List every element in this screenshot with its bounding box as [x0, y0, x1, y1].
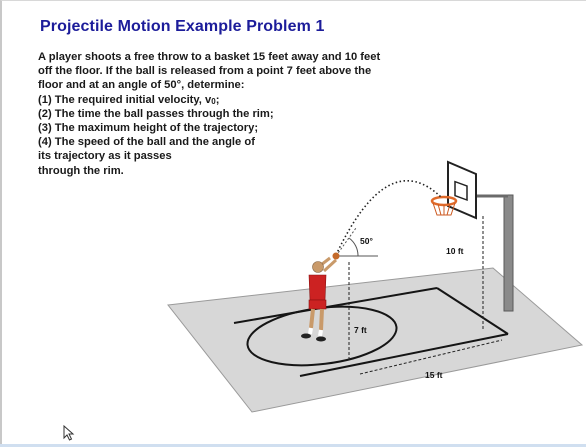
problem-line-2: off the floor. If the ball is released f… — [38, 65, 372, 78]
item-1-end: ; — [215, 93, 220, 106]
distance-label: 15 ft — [425, 370, 443, 380]
problem-line-3: floor and at an angle of 50°, determine: — [38, 79, 245, 92]
rim-height-label: 10 ft — [446, 246, 464, 256]
slide-title: Projectile Motion Example Problem 1 — [40, 18, 325, 35]
net — [432, 202, 456, 216]
ball-trajectory — [335, 180, 443, 256]
problem-item-3: (3) The maximum height of the trajectory… — [38, 121, 259, 134]
mouse-pointer-icon — [63, 425, 75, 441]
problem-item-2: (2) The time the ball passes through the… — [38, 107, 274, 120]
problem-item-4-cont-2: through the rim. — [38, 164, 124, 177]
launch-direction — [335, 227, 357, 257]
item-1-text: (1) The required initial velocity, v — [38, 93, 212, 106]
hoop-pole — [503, 194, 514, 312]
problem-line-1: A player shoots a free throw to a basket… — [38, 51, 381, 63]
angle-arc — [348, 237, 359, 257]
angle-label: 50° — [360, 236, 373, 246]
player-figure — [301, 252, 340, 342]
backboard-square — [454, 180, 468, 201]
problem-item-1: (1) The required initial velocity, v0; — [38, 93, 380, 107]
problem-statement: A player shoots a free throw to a basket… — [38, 50, 380, 178]
velocity-subscript: 0 — [211, 96, 216, 106]
problem-item-4-cont-1: its trajectory as it passes — [38, 150, 172, 163]
distance-dimension — [359, 339, 503, 375]
release-height-label: 7 ft — [354, 325, 367, 335]
backboard — [447, 160, 477, 220]
court-floor — [167, 267, 584, 413]
bottom-bar — [0, 444, 586, 447]
problem-item-4: (4) The speed of the ball and the angle … — [38, 136, 255, 149]
